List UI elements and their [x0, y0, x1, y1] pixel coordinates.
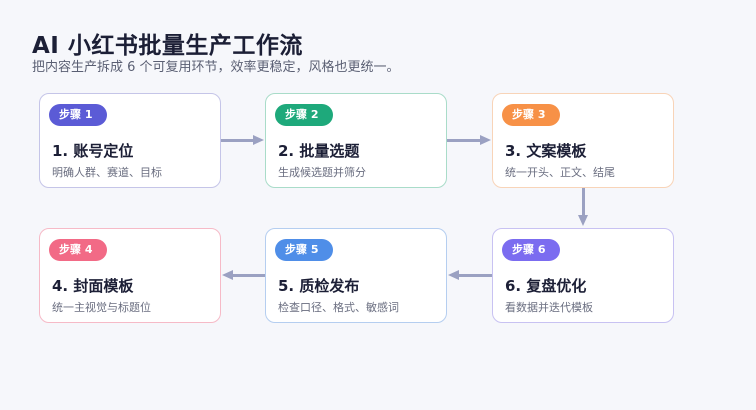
arrow-head-icon	[480, 135, 491, 145]
step-card-1: 步骤 1 1. 账号定位 明确人群、赛道、目标	[39, 93, 221, 188]
arrow-5-to-4	[232, 274, 265, 277]
arrow-head-icon	[448, 270, 459, 280]
step-badge: 步骤 4	[49, 239, 107, 261]
arrow-head-icon	[222, 270, 233, 280]
step-card-5: 步骤 5 5. 质检发布 检查口径、格式、敏感词	[265, 228, 447, 323]
step-description: 检查口径、格式、敏感词	[278, 301, 399, 314]
step-badge: 步骤 6	[502, 239, 560, 261]
step-title: 2. 批量选题	[278, 142, 360, 160]
step-card-4: 步骤 4 4. 封面模板 统一主视觉与标题位	[39, 228, 221, 323]
arrow-3-to-6	[582, 188, 585, 216]
step-title: 4. 封面模板	[52, 277, 134, 295]
step-description: 统一开头、正文、结尾	[505, 166, 615, 179]
step-badge: 步骤 3	[502, 104, 560, 126]
arrow-head-icon	[578, 215, 588, 226]
step-description: 看数据并迭代模板	[505, 301, 593, 314]
page-subtitle: 把内容生产拆成 6 个可复用环节，效率更稳定，风格也更统一。	[32, 60, 400, 75]
step-title: 1. 账号定位	[52, 142, 134, 160]
arrow-2-to-3	[447, 139, 482, 142]
step-title: 5. 质检发布	[278, 277, 360, 295]
step-badge: 步骤 1	[49, 104, 107, 126]
step-card-6: 步骤 6 6. 复盘优化 看数据并迭代模板	[492, 228, 674, 323]
step-description: 明确人群、赛道、目标	[52, 166, 162, 179]
arrow-1-to-2	[221, 139, 255, 142]
arrow-head-icon	[253, 135, 264, 145]
step-card-2: 步骤 2 2. 批量选题 生成候选题并筛分	[265, 93, 447, 188]
step-description: 统一主视觉与标题位	[52, 301, 151, 314]
step-badge: 步骤 5	[275, 239, 333, 261]
arrow-6-to-5	[458, 274, 492, 277]
page-title: AI 小红书批量生产工作流	[32, 33, 303, 59]
step-badge: 步骤 2	[275, 104, 333, 126]
step-description: 生成候选题并筛分	[278, 166, 366, 179]
step-title: 6. 复盘优化	[505, 277, 587, 295]
step-card-3: 步骤 3 3. 文案模板 统一开头、正文、结尾	[492, 93, 674, 188]
step-title: 3. 文案模板	[505, 142, 587, 160]
